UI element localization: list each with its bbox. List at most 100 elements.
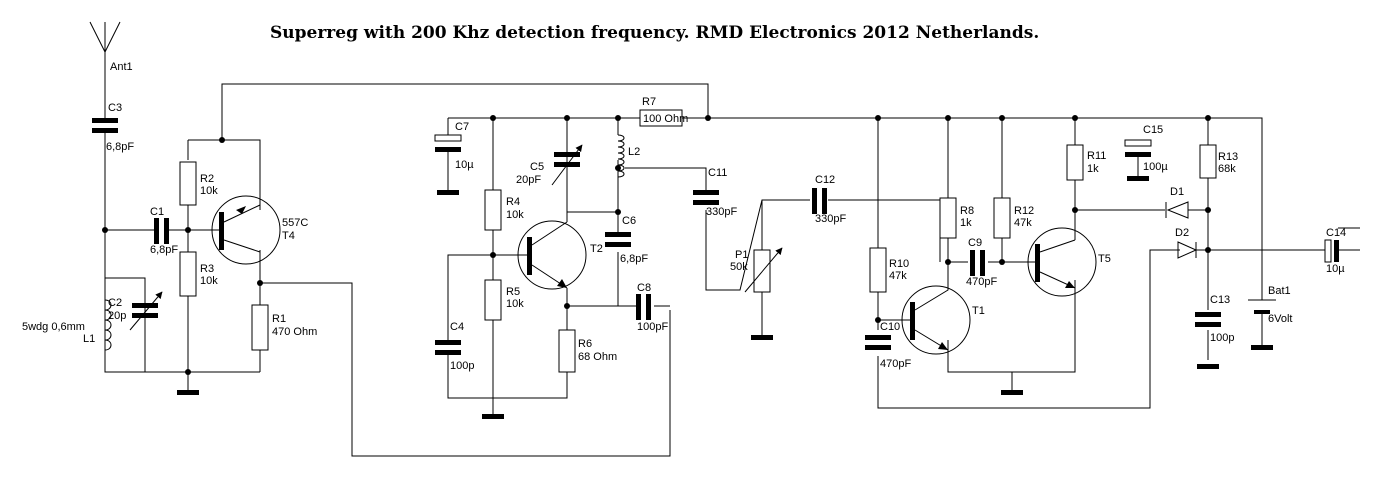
r1-value: 470 Ohm (272, 326, 317, 338)
capacitor-c13: C13 100p (1195, 294, 1234, 344)
c1-ref: C1 (150, 206, 164, 218)
resistor-r2: R2 10k (179, 161, 218, 206)
p1-ref: P1 (735, 249, 748, 261)
r10-ref: R10 (889, 258, 909, 270)
c5-value: 20pF (516, 174, 541, 186)
c8-value: 100pF (637, 321, 668, 333)
r6-ref: R6 (578, 338, 592, 350)
r12-ref: R12 (1014, 205, 1034, 217)
d1-ref: D1 (1170, 186, 1184, 198)
transistor-t1: T1 (901, 262, 985, 355)
wires (104, 52, 1360, 457)
c13-ref: C13 (1210, 294, 1230, 306)
capacitor-c2-variable: C2 20p (108, 278, 163, 372)
battery-bat1: Bat1 6Volt (1248, 285, 1292, 350)
r8-ref: R8 (960, 205, 974, 217)
t4-ref: T4 (282, 230, 295, 242)
c15-ref: C15 (1143, 124, 1163, 136)
capacitor-c1: C1 6,8pF (148, 206, 178, 256)
c15-value: 100µ (1143, 161, 1168, 173)
capacitor-c14: C14 10µ (1324, 227, 1360, 275)
antenna-ant1: Ant1 (89, 21, 133, 73)
c11-value: 330pF (706, 206, 737, 218)
ground-symbols (177, 364, 1219, 419)
r3-ref: R3 (200, 263, 214, 275)
resistor-r5: R5 10k (484, 279, 524, 321)
c10-ref: C10 (880, 321, 900, 333)
r2-value: 10k (200, 185, 218, 197)
p1-value: 50k (730, 261, 748, 273)
c6-ref: C6 (622, 215, 636, 227)
c2-ref: C2 (108, 297, 122, 309)
r5-value: 10k (506, 298, 524, 310)
l2-ref: L2 (628, 146, 640, 158)
c2-value: 20p (108, 310, 126, 322)
c4-ref: C4 (450, 321, 464, 333)
r2-ref: R2 (200, 173, 214, 185)
c8-ref: C8 (637, 282, 651, 294)
r12-value: 47k (1014, 217, 1032, 229)
d2-ref: D2 (1175, 227, 1189, 239)
resistor-r8: R8 1k (939, 197, 974, 239)
t5-ref: T5 (1098, 253, 1111, 265)
t4-value: 557C (282, 217, 308, 229)
resistor-r12: R12 47k (993, 197, 1034, 239)
capacitor-c8: C8 100pF (636, 282, 668, 333)
r1-ref: R1 (272, 313, 286, 325)
capacitor-c4: C4 100p (435, 321, 474, 378)
t1-ref: T1 (972, 305, 985, 317)
c10-value: 470pF (880, 358, 911, 370)
r7-value: 100 Ohm (643, 113, 688, 125)
capacitor-c11: C11 330pF (693, 167, 737, 218)
transistor-t4: 557C T4 (211, 195, 308, 265)
c3-ref: C3 (108, 102, 122, 114)
capacitor-c12: C12 330pF (812, 174, 846, 225)
capacitor-c5-variable: C5 20pF (516, 144, 583, 186)
c7-ref: C7 (455, 121, 469, 133)
capacitor-c15: C15 100µ (1124, 124, 1168, 181)
c14-ref: C14 (1326, 227, 1346, 239)
bat1-value: 6Volt (1268, 313, 1292, 325)
resistor-r7: R7 100 Ohm (639, 96, 688, 127)
r4-value: 10k (506, 209, 524, 221)
c13-value: 100p (1210, 332, 1234, 344)
diagram-title: Superreg with 200 Khz detection frequenc… (270, 23, 1039, 43)
r10-value: 47k (889, 270, 907, 282)
r13-value: 68k (1218, 163, 1236, 175)
r4-ref: R4 (506, 196, 520, 208)
c9-ref: C9 (968, 237, 982, 249)
transistor-t5: T5 (1027, 227, 1111, 297)
r5-ref: R5 (506, 286, 520, 298)
inductor-l1: 5wdg 0,6mm L1 (22, 299, 112, 351)
ant1-ref: Ant1 (110, 61, 133, 73)
r6-value: 68 Ohm (578, 351, 617, 363)
t2-ref: T2 (590, 243, 603, 255)
transistor-t2: T2 (517, 220, 603, 290)
diode-d2: D2 (1175, 227, 1198, 259)
l1-value: 5wdg 0,6mm (22, 321, 85, 333)
c1-value: 6,8pF (150, 244, 178, 256)
resistor-r11: R11 1k (1066, 144, 1106, 181)
c12-value: 330pF (815, 213, 846, 225)
capacitor-c10: C10 470pF (865, 321, 911, 370)
resistor-r10: R10 47k (869, 247, 909, 293)
capacitor-c3: C3 6,8pF (92, 102, 134, 153)
diode-d1: D1 (1165, 186, 1189, 219)
c14-value: 10µ (1326, 263, 1345, 275)
capacitor-c9: C9 470pF (966, 237, 997, 288)
c11-ref: C11 (708, 167, 727, 179)
r8-value: 1k (960, 217, 972, 229)
resistor-r1: R1 470 Ohm (251, 304, 317, 351)
r11-ref: R11 (1087, 150, 1106, 162)
c7-value: 10µ (455, 159, 474, 171)
capacitor-c6: C6 6,8pF (605, 215, 648, 265)
c9-value: 470pF (966, 276, 997, 288)
r11-value: 1k (1087, 163, 1099, 175)
c3-value: 6,8pF (106, 141, 134, 153)
c6-value: 6,8pF (620, 253, 648, 265)
l1-ref: L1 (83, 333, 95, 345)
resistor-r3: R3 10k (179, 251, 218, 297)
r3-value: 10k (200, 275, 218, 287)
c4-value: 100p (450, 360, 474, 372)
